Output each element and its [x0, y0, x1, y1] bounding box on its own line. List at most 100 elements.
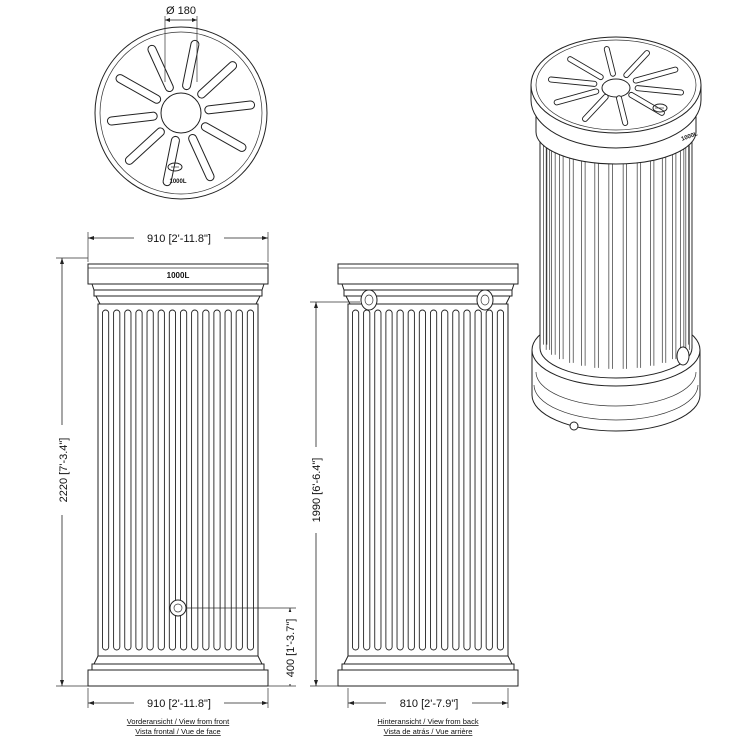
- top-view-rib: [200, 122, 247, 152]
- back-collar: [343, 289, 513, 297]
- iso-capacity-label: 1000L: [681, 131, 699, 143]
- back-inlet-left-inner: [364, 294, 374, 306]
- iso-lid-rib-fill: [616, 96, 628, 126]
- top-view-rib: [106, 111, 158, 126]
- iso-lid-hub: [601, 78, 631, 98]
- back-flute: [485, 309, 493, 651]
- front-flutes: [102, 309, 254, 651]
- top-view-center-hub: [160, 92, 202, 134]
- iso-lid-rib-fill: [604, 46, 616, 76]
- front-top-cap: [87, 263, 269, 285]
- front-flute: [113, 309, 121, 651]
- back-flute: [385, 309, 393, 651]
- front-outlet-height-dimension: 400 [1'-3.7"]: [186, 607, 298, 687]
- back-caption-line2: Vista de atrás / Vue arrière: [384, 727, 473, 736]
- iso-lid-ribs: [548, 46, 684, 126]
- front-flute: [202, 309, 210, 651]
- back-flute: [407, 309, 415, 651]
- top-view-rib: [188, 134, 215, 182]
- top-view-rib: [204, 100, 256, 115]
- iso-view: 1000L: [530, 36, 702, 432]
- back-view: 1990 [6'-6.4"] 810 [2'-7.9"] Hinteransic…: [308, 263, 519, 736]
- top-view-rib: [197, 61, 238, 99]
- back-flute: [441, 309, 449, 651]
- back-top-cap: [337, 263, 519, 285]
- back-inlet-height-dimension: 1990 [6'-6.4"]: [308, 301, 360, 687]
- front-caption-line2: Vista frontal / Vue de face: [135, 727, 220, 736]
- back-inlet-right-inner: [480, 294, 490, 306]
- iso-lid-rib-fill: [582, 94, 608, 122]
- back-inlet-left: [360, 289, 378, 311]
- front-width-bottom-dimension: 910 [2'-11.8"]: [87, 688, 269, 710]
- iso-outlet-tap: [569, 421, 579, 431]
- iso-lid-rib-fill: [633, 67, 678, 83]
- front-width-top-label: 910 [2'-11.8"]: [147, 233, 211, 245]
- front-height-label: 2220 [7'-3.4"]: [58, 438, 70, 503]
- front-flute: [168, 309, 176, 651]
- back-flute: [430, 309, 438, 651]
- diameter-dimension: Ø 180: [164, 5, 198, 82]
- front-flute: [191, 309, 199, 651]
- back-flute: [396, 309, 404, 651]
- back-inlet-height-label: 1990 [6'-6.4"]: [311, 458, 323, 523]
- top-view-rib: [115, 74, 162, 104]
- back-base-plinth: [337, 669, 519, 687]
- iso-lid-rib-fill: [624, 50, 650, 78]
- back-flute: [463, 309, 471, 651]
- top-view-rib: [182, 40, 200, 90]
- front-collar: [93, 289, 263, 297]
- front-flute: [180, 309, 188, 651]
- front-flute: [235, 309, 243, 651]
- top-view-rib: [162, 136, 180, 186]
- front-view: 1000L 910 [2'-11.8"] 2220 [7'-3.4"]: [54, 231, 298, 736]
- front-capacity-label: 1000L: [167, 271, 190, 280]
- front-flute: [213, 309, 221, 651]
- front-flute: [157, 309, 165, 651]
- top-view-rib: [124, 127, 165, 165]
- back-inlet-right: [476, 289, 494, 311]
- top-view-rib: [147, 44, 174, 92]
- back-column-body: [347, 303, 509, 657]
- front-caption-line1: Vorderansicht / View from front: [127, 717, 230, 726]
- front-height-dimension: 2220 [7'-3.4"]: [54, 257, 88, 687]
- front-base-plinth: [87, 669, 269, 687]
- front-flute: [146, 309, 154, 651]
- front-width-bottom-label: 910 [2'-11.8"]: [147, 698, 211, 710]
- back-flute: [363, 309, 371, 651]
- front-outlet-tap-inner: [173, 603, 183, 613]
- top-view: Ø 180 1000L: [94, 5, 268, 200]
- iso-lid-rib-fill: [629, 92, 664, 115]
- back-width-bottom-dimension: 810 [2'-7.9"]: [347, 688, 509, 710]
- top-view-inner-rim: [99, 31, 263, 195]
- top-view-logo-mark: [167, 162, 183, 172]
- back-flute: [352, 309, 360, 651]
- iso-lid-logo: [652, 103, 668, 113]
- front-outlet-height-label: 400 [1'-3.7"]: [285, 619, 297, 678]
- back-base-ring: [341, 663, 515, 671]
- back-flute: [496, 309, 504, 651]
- iso-lid-rib-fill: [548, 77, 597, 86]
- iso-lid-top: [530, 36, 702, 134]
- back-flute: [452, 309, 460, 651]
- front-outlet-tap: [169, 599, 187, 617]
- back-width-bottom-label: 810 [2'-7.9"]: [400, 698, 459, 710]
- iso-back-inlet: [676, 346, 690, 366]
- iso-flutes: [543, 141, 693, 369]
- back-flute: [418, 309, 426, 651]
- top-view-ribs: [106, 40, 256, 186]
- top-view-center-label: 1000L: [169, 179, 186, 185]
- front-flute: [124, 309, 132, 651]
- back-flute: [374, 309, 382, 651]
- front-flute: [135, 309, 143, 651]
- diameter-label: Ø 180: [166, 5, 196, 17]
- front-flute: [224, 309, 232, 651]
- top-view-outer-rim: [94, 26, 268, 200]
- front-flute: [102, 309, 110, 651]
- back-caption-line1: Hinteransicht / View from back: [377, 717, 478, 726]
- iso-lid-rib-fill: [554, 89, 599, 105]
- back-flute: [474, 309, 482, 651]
- front-width-top-dimension: 910 [2'-11.8"]: [87, 231, 269, 262]
- back-flutes: [352, 309, 504, 651]
- iso-lid-rib-fill: [568, 57, 603, 80]
